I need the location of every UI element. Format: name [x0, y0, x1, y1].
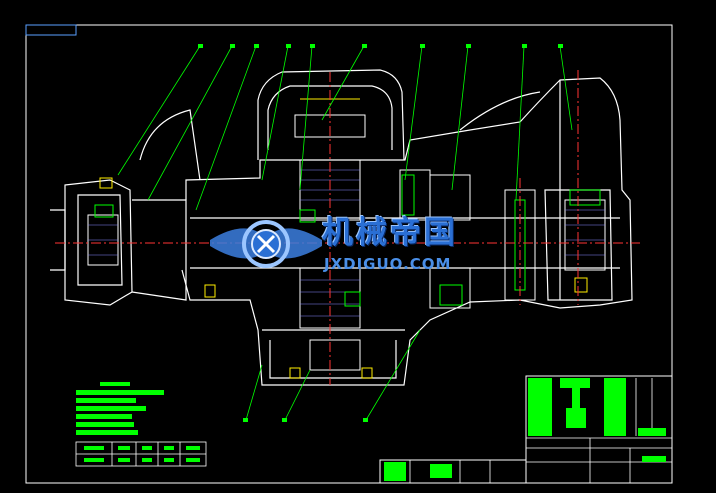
title-block [379, 375, 673, 484]
watermark-emblem [210, 220, 322, 268]
drawing-outer-frame [25, 24, 673, 484]
leader-tags [198, 44, 563, 422]
watermark-chinese-name: 机械帝国 [322, 215, 458, 251]
watermark-site: JXDIGUO.COM [324, 255, 452, 273]
leader-lines [117, 45, 573, 421]
technical-requirements-block [75, 382, 207, 467]
drawing-corner-tag [25, 24, 77, 36]
centerlines [55, 70, 640, 385]
fasteners [99, 98, 588, 379]
